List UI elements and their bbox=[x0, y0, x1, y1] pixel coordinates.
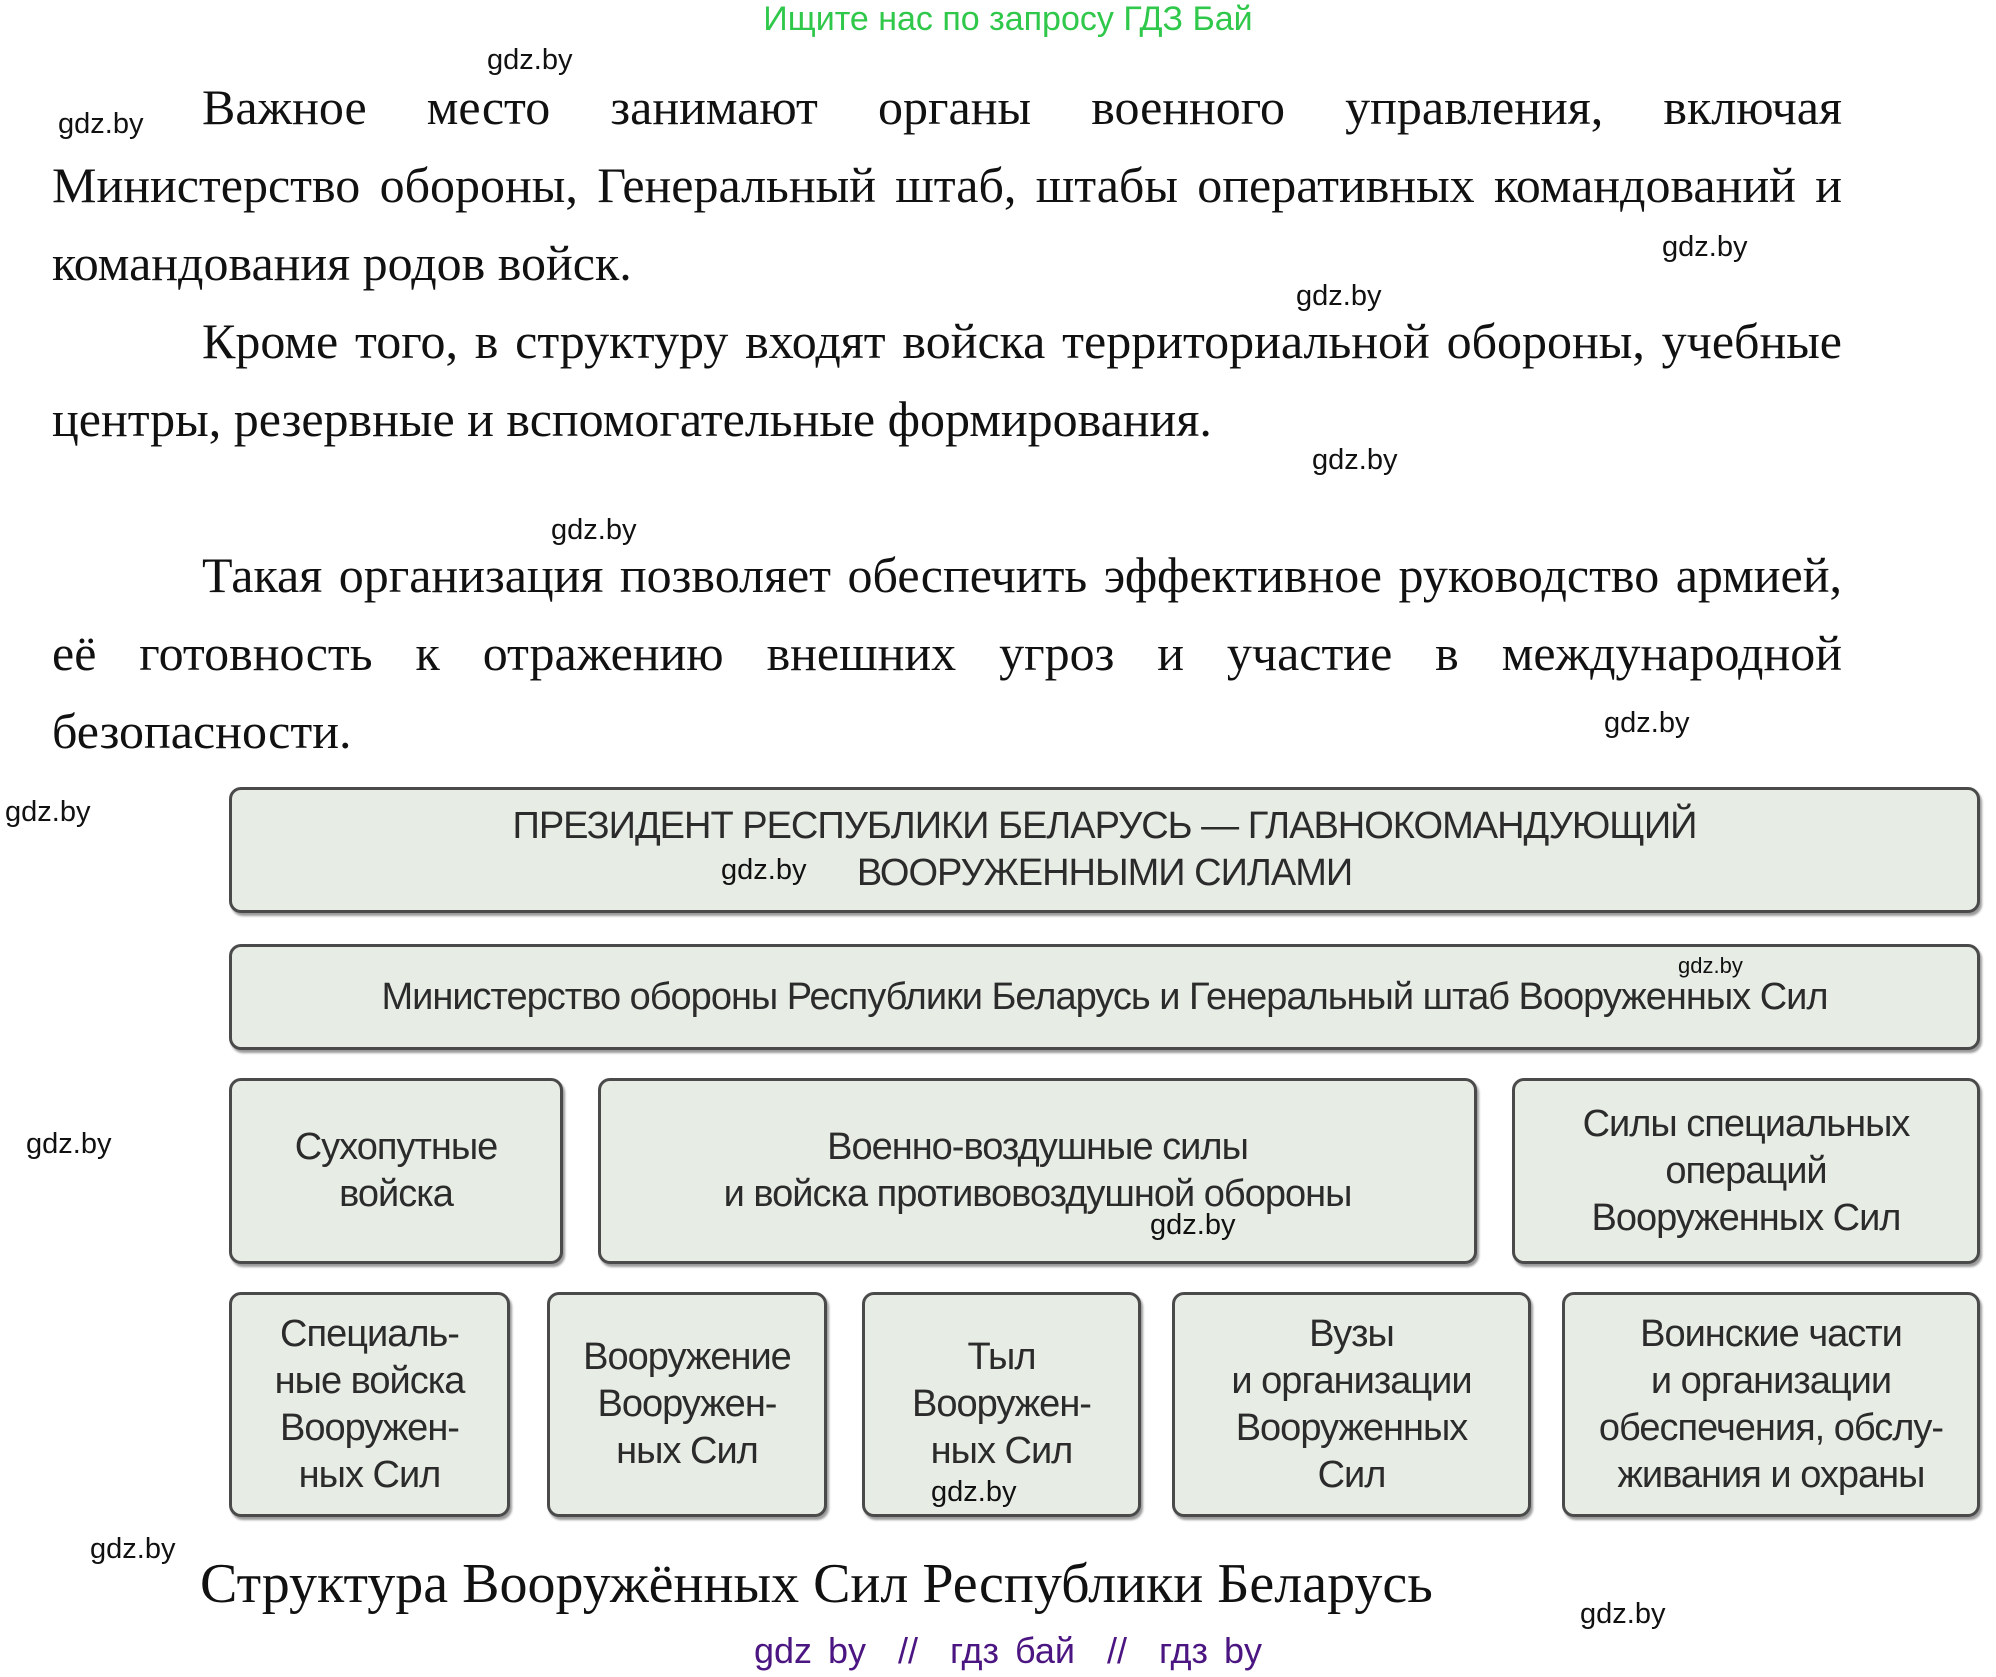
unit-line: живания и охраны bbox=[1617, 1453, 1926, 1496]
unit-special-troops: Специаль- ные войска Вооружен- ных Сил bbox=[229, 1292, 510, 1517]
watermark: gdz.by bbox=[58, 108, 144, 140]
unit-line: Воинские части bbox=[1640, 1312, 1903, 1355]
unit-line: Тыл bbox=[967, 1336, 1036, 1378]
unit-line: ные войска bbox=[274, 1359, 466, 1402]
unit-line: Вузы bbox=[1309, 1312, 1395, 1355]
watermark: gdz.by bbox=[551, 514, 637, 546]
unit-military-support: Воинские части и организации обеспечения… bbox=[1562, 1292, 1980, 1517]
unit-line: Сил bbox=[1317, 1453, 1387, 1496]
watermark: gdz.by bbox=[721, 854, 807, 886]
branch-line: операций bbox=[1665, 1149, 1827, 1192]
branch-line: Военно-воздушные силы bbox=[827, 1126, 1249, 1168]
paragraph-1: Важное место занимают органы военного уп… bbox=[52, 68, 1842, 302]
diagram-caption: Структура Вооружённых Сил Республики Бел… bbox=[200, 1553, 1433, 1615]
unit-line: обеспечения, обслу- bbox=[1598, 1406, 1944, 1449]
unit-logistics: Тыл Вооружен- ных Сил bbox=[862, 1292, 1141, 1517]
paragraph-1-text: Важное место занимают органы военного уп… bbox=[52, 79, 1842, 291]
unit-line: Вооружен- bbox=[912, 1383, 1092, 1425]
watermark: gdz.by bbox=[1580, 1598, 1666, 1630]
ministry-box: Министерство обороны Республики Беларусь… bbox=[229, 944, 1980, 1050]
unit-line: ных Сил bbox=[298, 1453, 442, 1496]
footer-watermark: gdz by // гдз бай // гдз by bbox=[753, 1630, 1263, 1671]
watermark: gdz.by bbox=[487, 44, 573, 76]
unit-line: Специаль- bbox=[280, 1312, 460, 1355]
unit-line: Вооруженных bbox=[1235, 1406, 1469, 1449]
unit-line: ных Сил bbox=[616, 1430, 759, 1472]
search-banner: Ищите нас по запросу ГДЗ Бай bbox=[763, 0, 1253, 38]
unit-armament: Вооружение Вооружен- ных Сил bbox=[547, 1292, 827, 1517]
ministry-text: Министерство обороны Республики Беларусь… bbox=[381, 975, 1828, 1018]
unit-line: и организации bbox=[1231, 1359, 1472, 1402]
watermark: gdz.by bbox=[26, 1128, 112, 1160]
branch-special-operations: Силы специальных операций Вооруженных Си… bbox=[1512, 1078, 1980, 1264]
watermark: gdz.by bbox=[931, 1476, 1017, 1508]
unit-line: и организации bbox=[1650, 1359, 1892, 1402]
paragraph-3-text: Такая организация позволяет обеспечить э… bbox=[52, 547, 1842, 759]
watermark: gdz.by bbox=[1312, 444, 1398, 476]
watermark: gdz.by bbox=[1604, 707, 1690, 739]
branch-line: войска bbox=[339, 1173, 454, 1215]
president-line-1: ПРЕЗИДЕНТ РЕСПУБЛИКИ БЕЛАРУСЬ — ГЛАВНОКО… bbox=[512, 805, 1698, 847]
unit-line: Вооружен- bbox=[280, 1406, 460, 1449]
branch-air-force: Военно-воздушные силы и войска противово… bbox=[598, 1078, 1477, 1264]
watermark: gdz.by bbox=[5, 796, 91, 828]
unit-line: Вооружен- bbox=[597, 1383, 778, 1425]
unit-universities: Вузы и организации Вооруженных Сил bbox=[1172, 1292, 1531, 1517]
paragraph-2: Кроме того, в структуру входят войска те… bbox=[52, 302, 1842, 458]
watermark: gdz.by bbox=[1150, 1209, 1236, 1241]
branch-line: Силы специальных bbox=[1582, 1102, 1911, 1145]
paragraph-3: Такая организация позволяет обеспечить э… bbox=[52, 536, 1842, 770]
unit-line: ных Сил bbox=[930, 1430, 1074, 1472]
branch-ground-forces: Сухопутные войска bbox=[229, 1078, 563, 1264]
watermark: gdz.by bbox=[1678, 953, 1743, 978]
watermark: gdz.by bbox=[1662, 231, 1748, 263]
branch-line: и войска противовоздушной обороны bbox=[723, 1173, 1353, 1215]
branch-line: Вооруженных Сил bbox=[1591, 1196, 1902, 1239]
branch-line: Сухопутные bbox=[294, 1126, 499, 1168]
paragraph-2-text: Кроме того, в структуру входят войска те… bbox=[52, 313, 1842, 447]
watermark: gdz.by bbox=[1296, 280, 1382, 312]
unit-line: Вооружение bbox=[583, 1336, 792, 1378]
watermark: gdz.by bbox=[90, 1533, 176, 1565]
president-box: ПРЕЗИДЕНТ РЕСПУБЛИКИ БЕЛАРУСЬ — ГЛАВНОКО… bbox=[229, 787, 1980, 913]
president-line-2: ВООРУЖЕННЫМИ СИЛАМИ bbox=[856, 852, 1353, 894]
